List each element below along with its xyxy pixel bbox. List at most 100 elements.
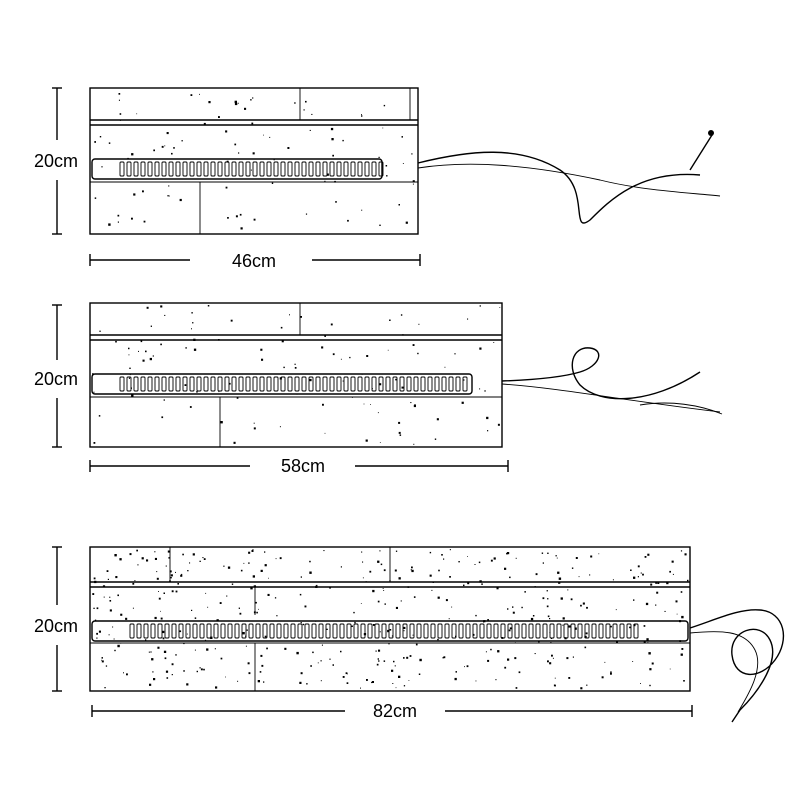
texture-speckle [230,319,233,322]
texture-speckle [299,593,302,596]
texture-speckle [640,572,642,574]
led-segment [266,161,272,177]
texture-speckle [437,638,439,641]
led-segment [486,623,492,639]
texture-speckle [347,673,348,675]
led-segment [220,623,226,639]
texture-speckle [253,218,256,221]
led-segment [451,623,457,639]
texture-speckle [349,356,351,359]
texture-speckle [515,687,518,689]
texture-speckle [258,608,259,610]
texture-speckle [274,597,277,599]
texture-speckle [504,666,507,669]
texture-speckle [372,388,373,390]
texture-speckle [243,562,245,564]
texture-speckle [225,676,226,678]
texture-speckle [231,583,234,585]
led-segment [402,623,408,639]
led-segment [217,161,223,177]
led-segment [189,161,195,177]
texture-speckle [361,551,363,553]
texture-speckle [549,662,552,665]
texture-speckle [145,639,147,641]
texture-speckle [647,642,649,643]
texture-speckle [479,347,482,350]
texture-speckle [205,592,207,594]
texture-speckle [165,670,169,673]
texture-speckle [149,357,152,361]
led-segment [427,376,433,392]
led-segment [189,376,195,392]
texture-speckle [177,583,179,585]
texture-speckle [637,565,640,568]
texture-speckle [94,619,97,621]
texture-speckle [455,671,457,673]
texture-speckle [687,579,689,582]
texture-speckle [671,560,674,563]
led-segment [210,161,216,177]
texture-speckle [345,672,348,675]
led-segment [360,623,366,639]
texture-speckle [168,557,170,559]
texture-speckle [506,552,508,555]
texture-speckle [475,680,477,682]
texture-speckle [96,607,99,610]
texture-speckle [119,113,122,115]
texture-speckle [334,180,336,183]
texture-speckle [181,573,183,575]
texture-speckle [187,570,189,572]
led-segment [133,376,139,392]
texture-speckle [98,630,101,633]
texture-speckle [267,593,270,596]
texture-speckle [584,635,587,639]
texture-speckle [377,560,380,563]
texture-speckle [260,569,263,572]
texture-speckle [142,359,145,362]
texture-speckle [418,673,421,675]
texture-speckle [487,659,490,662]
texture-speckle [534,586,536,588]
texture-speckle [94,197,97,199]
texture-speckle [323,550,325,552]
led-segment [147,376,153,392]
texture-speckle [361,114,362,115]
texture-speckle [163,399,165,401]
texture-speckle [256,611,258,614]
texture-speckle [208,101,211,104]
texture-speckle [402,163,404,164]
texture-speckle [126,673,128,676]
texture-speckle [294,367,297,369]
texture-speckle [321,346,324,349]
texture-speckle [413,404,416,408]
texture-speckle [191,312,193,314]
texture-speckle [128,354,130,356]
texture-speckle [252,152,255,155]
texture-speckle [296,651,299,655]
led-segment [329,161,335,177]
texture-speckle [156,577,159,580]
texture-speckle [294,102,296,104]
texture-speckle [340,650,342,653]
texture-speckle [649,668,652,671]
led-segment [178,623,184,639]
texture-speckle [101,659,102,661]
texture-speckle [496,587,499,590]
texture-speckle [443,656,446,659]
texture-speckle [165,565,167,567]
texture-speckle [512,606,514,608]
texture-speckle [478,561,481,564]
texture-speckle [131,394,134,397]
texture-speckle [679,640,682,642]
texture-speckle [169,580,171,583]
texture-speckle [486,416,489,420]
led-segment [224,161,230,177]
texture-speckle [395,606,398,609]
power-cable-medium [501,347,723,415]
texture-speckle [210,636,213,639]
texture-speckle [554,685,556,687]
texture-speckle [315,620,317,622]
texture-speckle [395,550,398,552]
texture-speckle [403,630,405,632]
texture-speckle [590,555,593,558]
